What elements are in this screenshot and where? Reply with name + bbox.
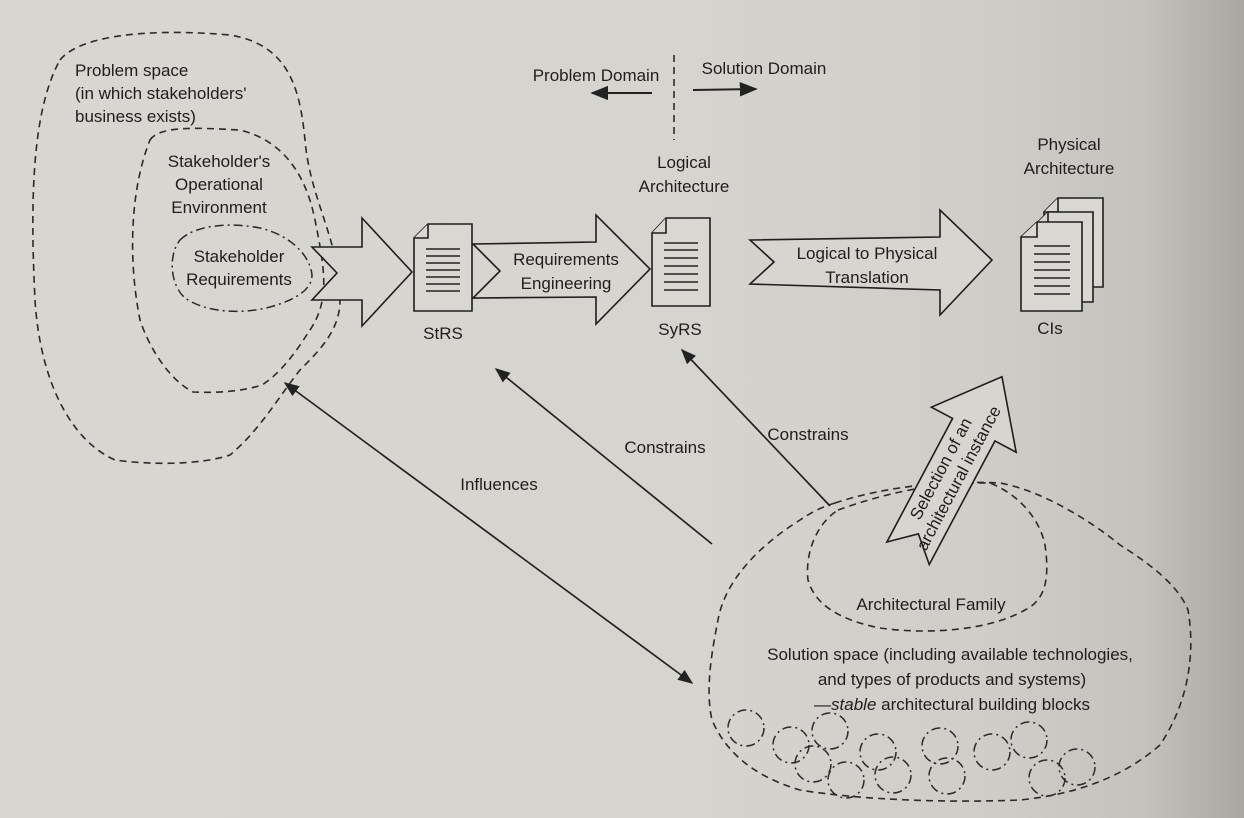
solution-space-label-2: and types of products and systems) [818, 670, 1086, 689]
problem-space-boundary [32, 31, 341, 465]
solution-domain-label: Solution Domain [702, 59, 827, 78]
problem-space-label-1: Problem space [75, 61, 188, 80]
stakeholder-requirements-label-2: Requirements [186, 270, 292, 289]
building-block [859, 733, 897, 771]
stakeholder-requirements-boundary [171, 224, 313, 313]
building-block [921, 727, 959, 765]
operational-environment-label-3: Environment [171, 198, 267, 217]
building-block [1010, 721, 1048, 759]
architectural-family-boundary [806, 482, 1048, 632]
building-block [772, 726, 810, 764]
strs-document-icon [413, 223, 473, 312]
selection-arrow: Selection of an architectural instance [885, 375, 1018, 567]
requirements-engineering-arrow [471, 213, 652, 326]
logical-to-physical-label-1: Logical to Physical [797, 244, 938, 263]
building-block [827, 761, 865, 799]
building-blocks [727, 709, 1096, 799]
solution-space-dash: — [814, 695, 831, 714]
building-block [811, 712, 849, 750]
physical-architecture-label-1: Physical [1037, 135, 1100, 154]
strs-label: StRS [423, 324, 463, 343]
physical-architecture-label-2: Architecture [1024, 159, 1115, 178]
operational-environment-label-2: Operational [175, 175, 263, 194]
cis-label: CIs [1037, 319, 1063, 338]
influences-arrow [283, 382, 694, 684]
problem-space-label-3: business exists) [75, 107, 196, 126]
logical-architecture-label-1: Logical [657, 153, 711, 172]
architectural-family-label: Architectural Family [856, 595, 1006, 614]
operational-environment-boundary [131, 127, 325, 394]
syrs-label: SyRS [658, 320, 701, 339]
problem-space-label-2: (in which stakeholders' [75, 84, 246, 103]
building-block [874, 756, 912, 794]
solution-space-rest: architectural building blocks [876, 695, 1090, 714]
constrains-strs-arrow [494, 368, 713, 545]
constrains-syrs-label: Constrains [767, 425, 848, 444]
constrains-strs-label: Constrains [624, 438, 705, 457]
solution-space-boundary [708, 481, 1192, 802]
solution-space-label-3: —stable architectural building blocks [814, 695, 1090, 714]
constrains-syrs-arrow [680, 348, 831, 507]
operational-environment-label-1: Stakeholder's [168, 152, 270, 171]
cis-documents-icon [1020, 197, 1104, 312]
requirements-engineering-label-2: Engineering [521, 274, 612, 293]
building-block [928, 757, 966, 795]
building-block [727, 709, 765, 747]
building-block [1028, 759, 1066, 797]
building-block [794, 745, 832, 783]
stakeholder-requirements-label-1: Stakeholder [194, 247, 285, 266]
logical-architecture-label-2: Architecture [639, 177, 730, 196]
syrs-document-icon [651, 217, 711, 307]
logical-to-physical-arrow [747, 208, 994, 318]
requirements-engineering-label-1: Requirements [513, 250, 619, 269]
building-block [1058, 748, 1096, 786]
building-block [973, 733, 1011, 771]
problem-domain-label: Problem Domain [533, 66, 660, 85]
solution-space-label-1: Solution space (including available tech… [767, 645, 1133, 664]
stakeholder-input-arrow [310, 215, 414, 329]
logical-to-physical-label-2: Translation [825, 268, 908, 287]
solution-space-stable: stable [831, 695, 876, 714]
influences-label: Influences [460, 475, 538, 494]
solution-domain-arrow [692, 82, 758, 97]
